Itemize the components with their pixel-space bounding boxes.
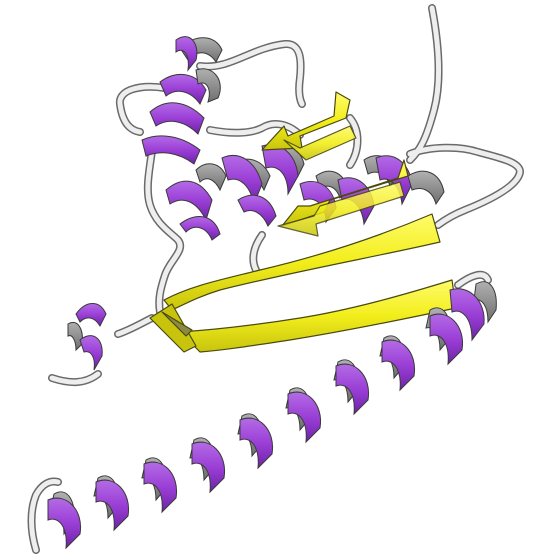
strand-long-2 (180, 280, 456, 352)
coil-loops (32, 8, 521, 550)
helix-left (68, 304, 106, 371)
helix-top (142, 37, 222, 164)
coil-left-drop (148, 150, 180, 312)
